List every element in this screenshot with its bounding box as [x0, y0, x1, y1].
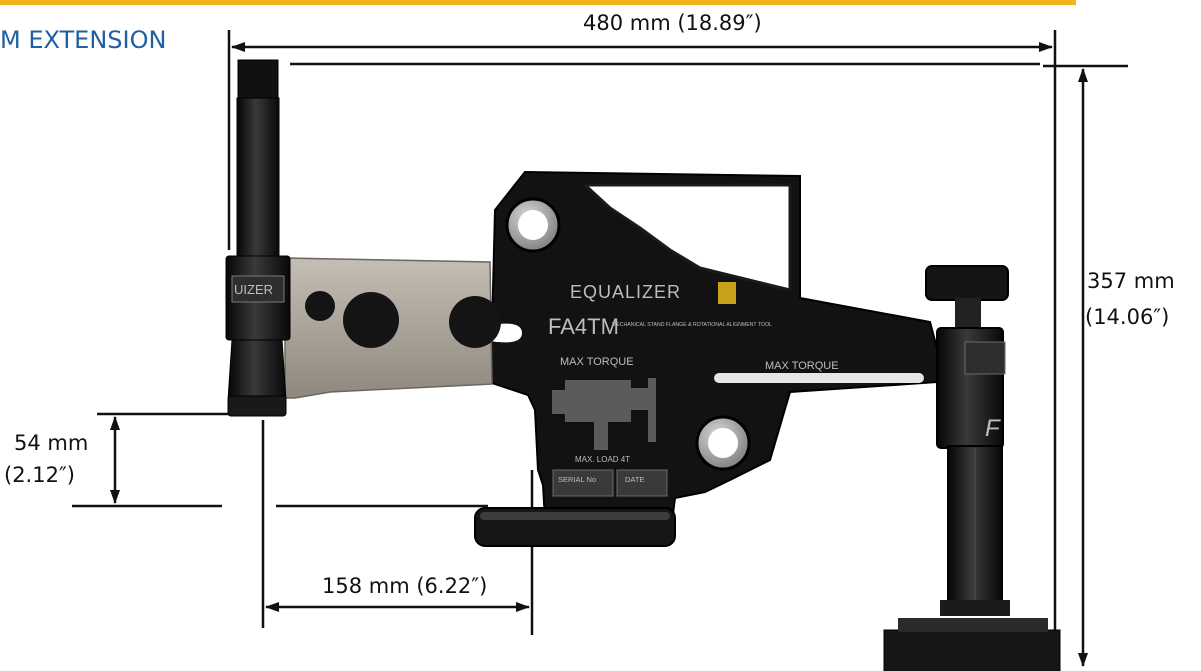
body-markings: EQUALIZER FA4TM MECHANICAL STAND FLANGE … — [234, 282, 1001, 484]
arm-hole-1 — [305, 291, 335, 321]
warning-label — [718, 282, 736, 304]
left-tool-column — [225, 59, 291, 417]
page-title: M EXTENSION — [0, 26, 167, 54]
extension-arm — [284, 257, 501, 399]
base-plate — [883, 629, 1061, 671]
width-dimension-label: 480 mm (18.89″) — [583, 11, 762, 35]
adjustment-slot — [714, 373, 924, 383]
tool-silhouette-icon — [552, 378, 656, 450]
dimension-lines — [72, 30, 1128, 667]
arm-hole-3 — [449, 296, 501, 348]
date-label: DATE — [625, 475, 644, 484]
height-dimension-mm: 357 mm — [1087, 269, 1175, 293]
model-note: MECHANICAL STAND FLANGE & ROTATIONAL ALI… — [612, 322, 772, 328]
model-name: FA4TM — [548, 314, 619, 339]
brand-logo-body: EQUALIZER — [570, 282, 681, 302]
height-dimension-in: (14.06″) — [1085, 305, 1170, 329]
accent-top-bar — [0, 0, 1076, 5]
max-torque-label-1: MAX TORQUE — [560, 356, 634, 368]
brand-logo-tool: UIZER — [234, 282, 273, 297]
max-load-label: MAX. LOAD 4T — [575, 455, 630, 464]
bottom-pin — [474, 507, 676, 547]
column-letter: F — [985, 415, 1001, 442]
serial-box — [552, 469, 614, 497]
arm-hole-2 — [343, 292, 399, 348]
adjustment-knob — [925, 265, 1009, 301]
main-body-plate — [486, 170, 939, 524]
reach-dimension-label: 158 mm (6.22″) — [322, 574, 488, 598]
clearance-dimension-in: (2.12″) — [4, 463, 75, 487]
serial-label: SERIAL No — [558, 475, 596, 484]
date-box — [616, 469, 668, 497]
max-torque-label-2: MAX TORQUE — [765, 360, 839, 372]
right-column — [883, 265, 1061, 671]
clearance-dimension-mm: 54 mm — [14, 431, 89, 455]
